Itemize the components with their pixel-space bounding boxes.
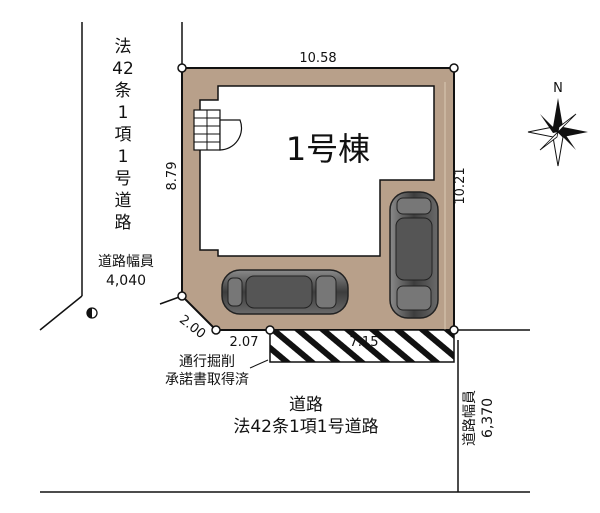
excavation-note-line1: 通行掘削 — [179, 354, 235, 370]
parked-car-horizontal — [221, 269, 349, 315]
left-road-vertical-char: 42 — [112, 59, 134, 79]
boundary-points — [177, 63, 459, 335]
survey-marker-icon — [86, 307, 98, 319]
building-label: 1号棟 — [286, 130, 370, 168]
north-label: N — [553, 81, 563, 96]
left-road-vertical-char: 項 — [115, 125, 132, 145]
excavation-note-line2: 承諾書取得済 — [165, 371, 249, 388]
left-road-vertical-char: 条 — [115, 81, 132, 101]
north-arrow-icon — [527, 98, 588, 167]
dim-right: 10.21 — [453, 167, 468, 204]
left-road-vertical-char: 道 — [115, 191, 132, 211]
building — [193, 85, 435, 257]
dim-left: 8.79 — [165, 162, 180, 191]
south-road-line2: 法42条1項1号道路 — [233, 417, 378, 437]
left-road-width-value: 4,040 — [106, 273, 146, 289]
left-road-vertical-char: 1 — [118, 147, 129, 167]
dim-bottom-right: 7.15 — [350, 335, 379, 350]
left-road-vertical-char: 法 — [115, 37, 132, 57]
right-road-width-value: 6,370 — [480, 398, 496, 438]
excavation-area — [269, 329, 455, 363]
left-road-lines — [39, 22, 183, 331]
left-road-vertical-char: 路 — [115, 213, 132, 233]
right-road-width-title: 道路幅員 — [462, 390, 478, 446]
parked-car-vertical — [389, 191, 439, 319]
dim-bottom-left: 2.07 — [230, 335, 259, 350]
left-road-vertical-char: 号 — [115, 169, 132, 189]
left-road-width-title: 道路幅員 — [98, 254, 154, 270]
dim-top: 10.58 — [299, 51, 336, 66]
left-road-vertical-char: 1 — [118, 103, 129, 123]
south-road-lines — [40, 295, 530, 493]
left-road-vertical-text: 法42条1項1号道路 — [112, 37, 134, 233]
south-road-line1: 道路 — [289, 395, 323, 415]
